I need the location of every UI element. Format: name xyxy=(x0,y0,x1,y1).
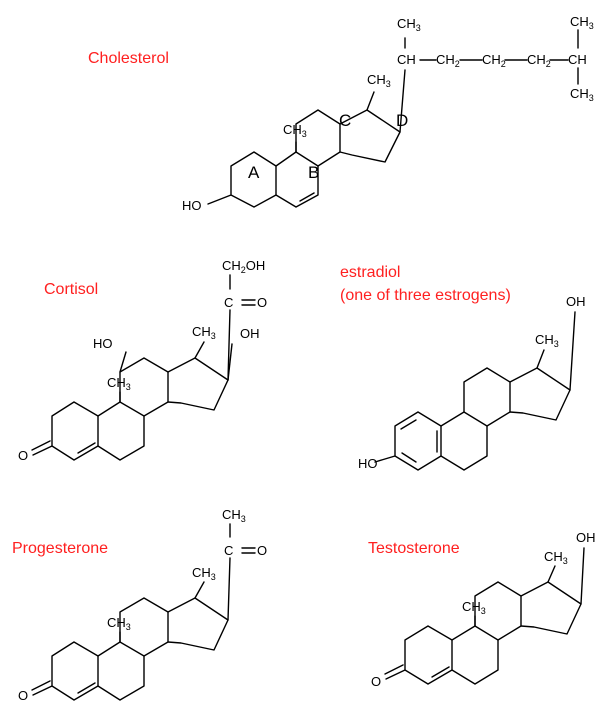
cortisol-c17-oh-label: OH xyxy=(240,326,260,341)
cholesterol-ring-c-label: C xyxy=(339,111,351,130)
cholesterol-ch2-2: CH2 xyxy=(482,52,506,69)
testosterone-o-label: O xyxy=(371,674,381,689)
cholesterol-ring-d-label: D xyxy=(396,111,408,130)
testosterone-c19-methyl: CH3 xyxy=(462,599,486,616)
cholesterol-c18-methyl: CH3 xyxy=(367,72,391,89)
cortisol-title: Cortisol xyxy=(44,281,98,298)
cholesterol-title: Cholesterol xyxy=(88,50,169,67)
cortisol-o-label: O xyxy=(18,448,28,463)
cortisol-structure xyxy=(31,274,256,461)
estradiol-subtitle: (one of three estrogens) xyxy=(340,287,511,304)
progesterone-ketone-o-label: O xyxy=(257,543,267,558)
cholesterol-structure xyxy=(207,29,579,208)
progesterone-structure xyxy=(31,523,256,701)
estradiol-ho-label: HO xyxy=(358,456,378,471)
cholesterol-ch2-1: CH2 xyxy=(436,52,460,69)
cholesterol-c21-methyl: CH3 xyxy=(397,16,421,33)
progesterone-c19-methyl: CH3 xyxy=(107,615,131,632)
cholesterol-c26-methyl: CH3 xyxy=(570,14,594,31)
cortisol-c19-methyl: CH3 xyxy=(107,375,131,392)
testosterone-title: Testosterone xyxy=(368,540,460,557)
cortisol-ketone-o-label: O xyxy=(257,295,267,310)
cholesterol-ch2-3: CH2 xyxy=(527,52,551,69)
progesterone-title: Progesterone xyxy=(12,540,108,557)
cholesterol-c27-methyl: CH3 xyxy=(570,86,594,103)
cortisol-c20-label: C xyxy=(224,295,233,310)
cortisol-ch2oh-label: CH2OH xyxy=(222,258,265,275)
testosterone-structure xyxy=(384,547,585,685)
cortisol-c18-methyl: CH3 xyxy=(192,324,216,341)
estradiol-structure xyxy=(374,311,576,471)
cholesterol-c20-ch: CH xyxy=(397,52,416,67)
estradiol-oh-label: OH xyxy=(566,294,586,309)
cholesterol-c25-ch: CH xyxy=(568,52,587,67)
progesterone-o-label: O xyxy=(18,688,28,703)
cholesterol-ring-a-label: A xyxy=(248,163,260,182)
cholesterol-ring-b-label: B xyxy=(308,163,319,182)
estradiol-c18-methyl: CH3 xyxy=(535,332,559,349)
progesterone-c18-methyl: CH3 xyxy=(192,565,216,582)
progesterone-c20-label: C xyxy=(224,543,233,558)
cholesterol-ho-label: HO xyxy=(182,198,202,213)
cholesterol-c19-methyl: CH3 xyxy=(283,122,307,139)
cortisol-ho-label: HO xyxy=(93,336,113,351)
testosterone-c18-methyl: CH3 xyxy=(544,549,568,566)
estradiol-title: estradiol xyxy=(340,264,400,281)
progesterone-c21-methyl: CH3 xyxy=(222,507,246,524)
testosterone-oh-label: OH xyxy=(576,530,596,545)
